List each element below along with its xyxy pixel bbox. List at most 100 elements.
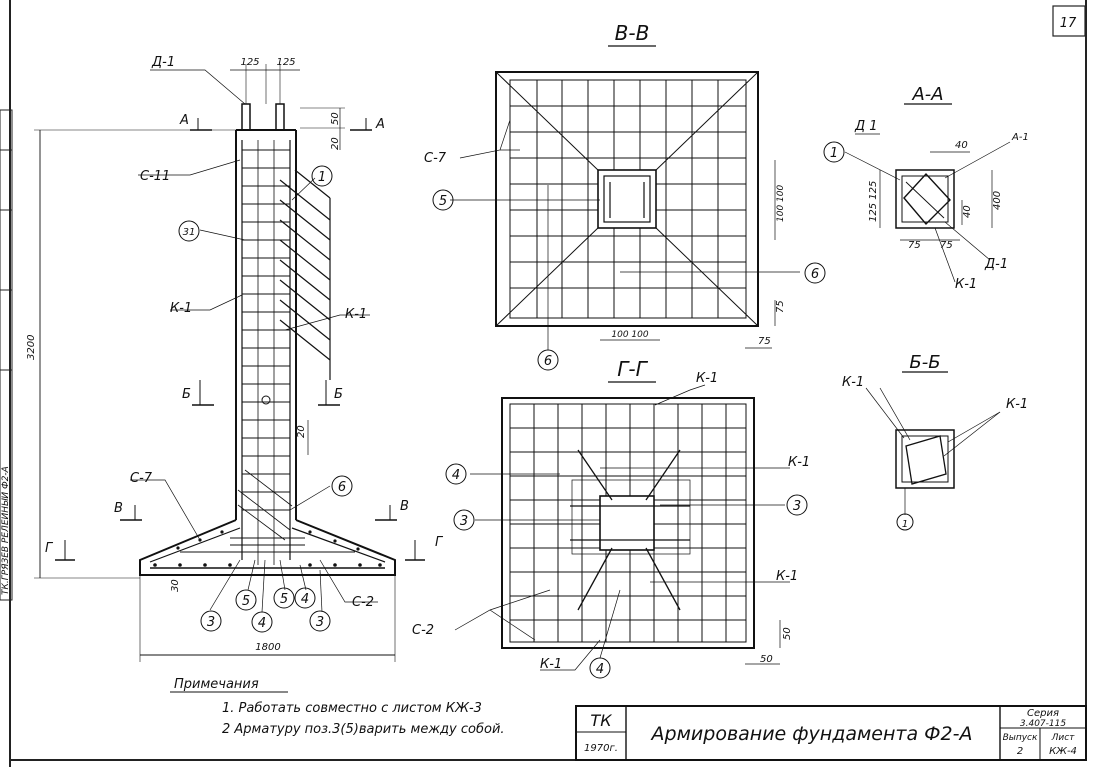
dim-top-left: 125 <box>240 57 259 68</box>
elevation-position-marks <box>178 165 353 633</box>
label-c2-gg: С-2 <box>412 623 434 638</box>
issue-value: 2 <box>1017 746 1023 757</box>
dim-top-right: 125 <box>276 57 295 68</box>
sheet-frame <box>9 0 1087 767</box>
label-k1-gg-bottom: К-1 <box>540 657 562 672</box>
elevation-labels: 125 125 3200 1800 30 50 20 20 Д-1 С-11 К… <box>26 55 444 653</box>
section-bb <box>865 387 1001 515</box>
page-number: 17 <box>1060 16 1077 31</box>
elevation-position-numbers: 1 31 6 3 5 4 5 4 3 <box>183 170 347 631</box>
section-title-gg: Г-Г <box>617 357 648 381</box>
dim-100-100-bottom: 100 100 <box>611 330 648 340</box>
dim-125-125: 125 125 <box>868 181 879 222</box>
pos-1-bb: 1 <box>902 519 908 530</box>
issue-label: Выпуск <box>1003 733 1038 743</box>
note-item-1: 1. Работать совместно с листом КЖ-3 <box>222 701 482 716</box>
plan-vv-labels: С-7 100 100 100 100 75 75 5 6 6 <box>424 151 826 371</box>
plan-vv <box>450 71 800 350</box>
dim-75-side: 75 <box>775 300 786 313</box>
pos-5b: 5 <box>280 592 288 607</box>
cut-v-right: В <box>400 499 409 514</box>
label-k1-gg-top: К-1 <box>696 371 718 386</box>
section-title-vv: В-В <box>615 21 650 45</box>
dim-40-side: 40 <box>962 205 973 218</box>
pos-3a: 3 <box>207 615 215 630</box>
dim-75-right: 75 <box>940 240 953 251</box>
cut-b-right: Б <box>334 387 343 402</box>
column-stirrups <box>242 149 290 511</box>
label-a1: А-1 <box>1011 132 1029 143</box>
title-year: 1970г. <box>584 743 618 754</box>
pos-6: 6 <box>338 480 346 495</box>
cut-a-right: А <box>375 117 385 132</box>
side-stamp-text: ТК.ГРЯЗЕВ РЕЛЕЙНЫЙ Ф2-А <box>0 466 11 595</box>
label-c11: С-11 <box>140 169 170 184</box>
cut-g-right: Г <box>435 535 444 550</box>
pos-6-vv-bottom: 6 <box>544 354 552 369</box>
label-c2: С-2 <box>352 595 374 610</box>
pos-4-gg-left: 4 <box>452 468 460 483</box>
title-block <box>575 705 1087 761</box>
section-aa <box>844 141 1011 283</box>
pos-31: 31 <box>183 227 196 238</box>
elevation-view <box>34 64 425 662</box>
pos-6-vv-right: 6 <box>811 267 819 282</box>
section-bb-labels: К-1 К-1 1 <box>842 375 1028 531</box>
pos-5a: 5 <box>242 594 250 609</box>
sheet-value: КЖ-4 <box>1049 746 1077 757</box>
label-d1: Д-1 <box>151 55 175 70</box>
label-k1-gg-right2: К-1 <box>776 569 798 584</box>
cut-b-left: Б <box>182 387 191 402</box>
section-title-aa: А-А <box>911 84 943 105</box>
cut-a-left: А <box>179 113 189 128</box>
label-d1-aa-top: Д 1 <box>854 119 878 134</box>
pos-4b: 4 <box>301 592 309 607</box>
label-k1-gg-right: К-1 <box>788 455 810 470</box>
pos-3b: 3 <box>316 615 324 630</box>
pos-4-gg-bottom: 4 <box>596 662 604 677</box>
dim-side-50: 50 <box>330 112 341 125</box>
title-code: ТК <box>590 711 612 730</box>
pos-1: 1 <box>318 170 326 185</box>
sheet-label: Лист <box>1051 733 1076 743</box>
notes-block: Примечания 1. Работать совместно с листо… <box>170 677 505 737</box>
label-c7-vv: С-7 <box>424 151 447 166</box>
dim-base-width: 1800 <box>255 642 280 653</box>
section-title-bb: Б-Б <box>909 352 940 373</box>
label-k1-bb-left: К-1 <box>842 375 864 390</box>
label-k1-aa: К-1 <box>955 277 977 292</box>
label-c7: С-7 <box>130 471 153 486</box>
note-item-2: 2 Арматуру поз.3(5)варить между собой. <box>222 722 505 737</box>
dim-side-20b: 20 <box>296 425 307 438</box>
dim-75-bottom: 75 <box>758 336 771 347</box>
dim-side-20: 20 <box>330 137 341 150</box>
dim-400: 400 <box>992 191 1003 210</box>
label-k1-left: К-1 <box>170 301 192 316</box>
dim-50-bottom: 50 <box>760 654 773 665</box>
pos-5-vv: 5 <box>439 194 447 209</box>
label-k1-bb-right: К-1 <box>1006 397 1028 412</box>
plan-gg-labels: К-1 К-1 К-1 К-1 С-2 50 50 4 3 3 4 <box>412 371 810 679</box>
label-k1-right: К-1 <box>345 307 367 322</box>
series-label: Серия <box>1027 708 1059 719</box>
section-aa-labels: Д 1 А-1 Д-1 К-1 40 40 400 125 125 75 75 … <box>823 119 1029 292</box>
label-d1-aa-bottom: Д-1 <box>984 257 1008 272</box>
dim-40-top: 40 <box>955 140 968 151</box>
side-stamp: ТК.ГРЯЗЕВ РЕЛЕЙНЫЙ Ф2-А <box>0 109 13 601</box>
dim-50-side: 50 <box>782 627 793 640</box>
pos-3-gg-left: 3 <box>460 514 468 529</box>
pos-4a: 4 <box>258 616 266 631</box>
notes-heading: Примечания <box>174 677 259 692</box>
cut-v-left: В <box>114 501 123 516</box>
pos-1-aa: 1 <box>830 146 838 161</box>
dim-height: 3200 <box>26 335 37 360</box>
column-hatching <box>279 169 331 380</box>
title-block-text: ТК 1970г. Армирование фундамента Ф2-А Се… <box>584 708 1077 757</box>
dim-100-100-side: 100 100 <box>776 185 786 222</box>
drawing-title: Армирование фундамента Ф2-А <box>650 723 973 745</box>
series-value: 3.407-115 <box>1020 719 1066 729</box>
pos-3-gg-right: 3 <box>793 499 801 514</box>
dim-cover-bottom: 30 <box>170 579 181 592</box>
cut-g-left: Г <box>45 541 54 556</box>
